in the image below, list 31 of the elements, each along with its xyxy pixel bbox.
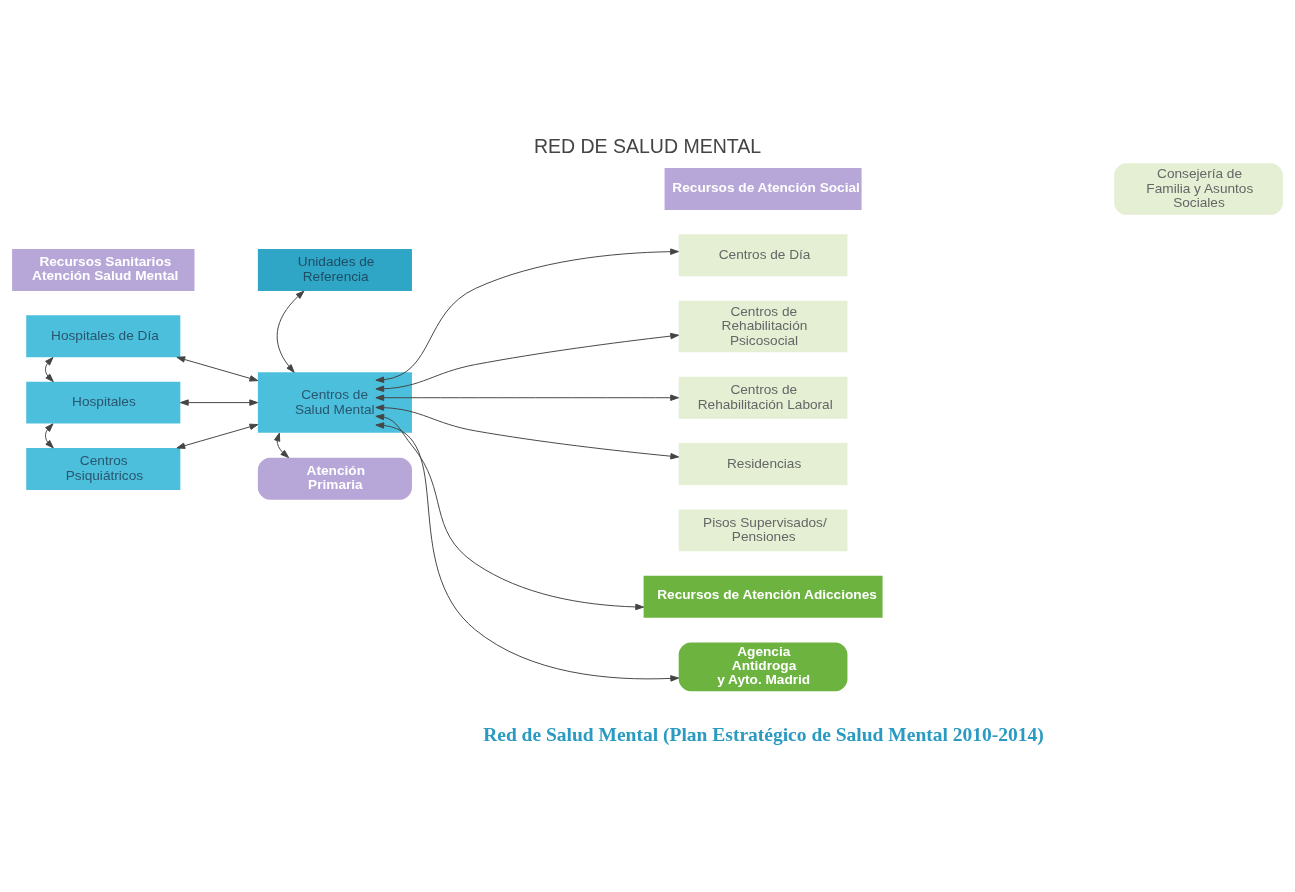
node-box: Consejería de Familia y Asuntos Sociales — [1114, 163, 1283, 215]
node-box: Centros de Rehabilitación Laboral — [678, 376, 848, 419]
node-box: Centros de Rehabilitación Psicosocial — [678, 300, 848, 353]
arrow — [375, 332, 680, 392]
arrow — [375, 248, 679, 383]
arrow — [375, 422, 680, 682]
node-box: Centros Psiquiátricos — [26, 447, 181, 490]
node-box: Hospitales de Día — [26, 315, 181, 358]
arrow — [45, 357, 54, 383]
arrow — [375, 413, 645, 611]
node-box: Centros de Salud Mental — [257, 372, 412, 433]
node-box: Recursos de Atención Social — [664, 168, 862, 210]
node-box: Pisos Supervisados/ Pensiones — [678, 509, 848, 552]
node-box: Agencia Antidroga y Ayto. Madrid — [678, 642, 848, 692]
caption: Red de Salud Mental (Plan Estratégico de Salud Mental 2010-2014) — [483, 724, 1044, 746]
arrow — [176, 423, 259, 449]
diagram-title: RED DE SALUD MENTAL — [533, 135, 762, 158]
node-box: Unidades de Referencia — [257, 249, 412, 291]
arrow — [176, 356, 259, 382]
arrow — [375, 404, 680, 460]
node-box: Atención Primaria — [257, 457, 412, 500]
arrow — [274, 432, 290, 459]
node-box: Hospitales — [26, 381, 181, 424]
node-box: Residencias — [678, 443, 848, 485]
arrow — [45, 423, 54, 449]
node-box: Centros de Día — [678, 234, 848, 277]
arrow — [375, 394, 679, 401]
node-box: Recursos de Atención Adicciones — [643, 575, 883, 618]
node-box: Recursos Sanitarios Atención Salud Mental — [12, 249, 195, 291]
arrow — [276, 290, 305, 373]
arrow — [179, 399, 259, 406]
